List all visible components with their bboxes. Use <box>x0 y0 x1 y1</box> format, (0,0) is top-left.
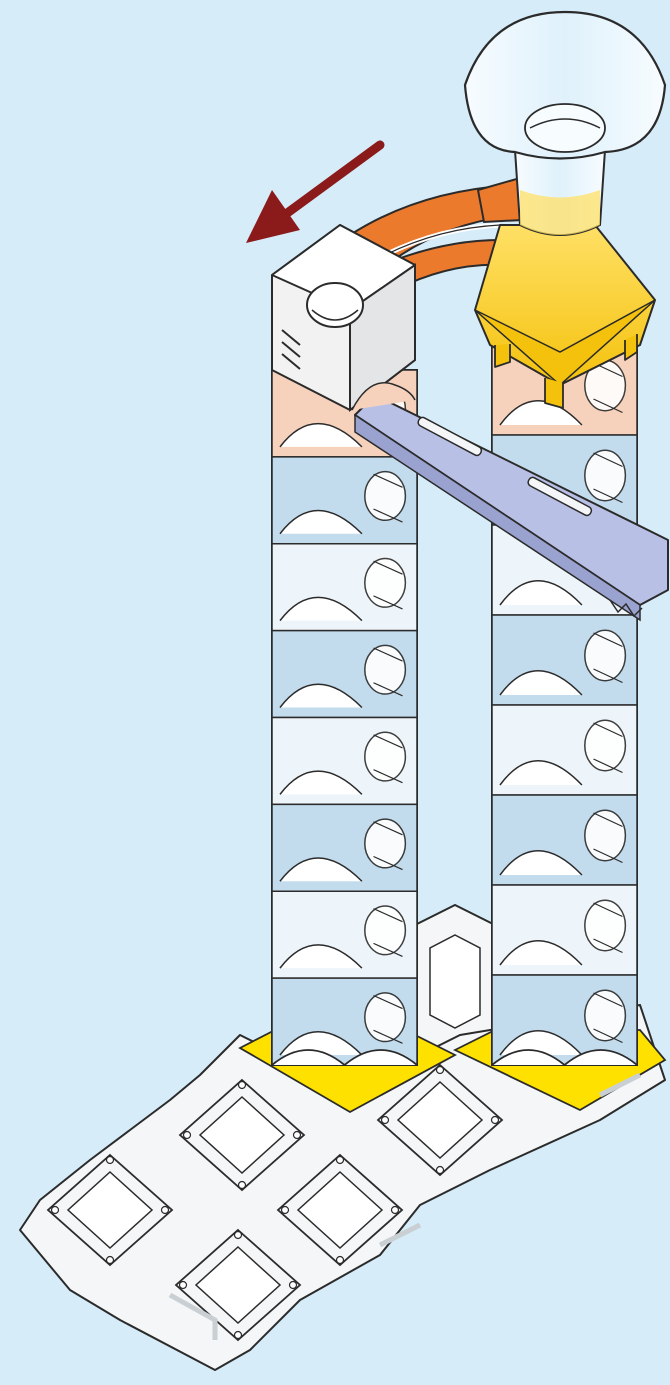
tower-segment <box>492 705 637 795</box>
tower-segment <box>272 631 417 718</box>
tower-right <box>492 345 637 1065</box>
tower-segment <box>272 718 417 805</box>
tower-left <box>272 370 417 1065</box>
tower-segment <box>492 795 637 885</box>
tower-segment <box>272 891 417 978</box>
tower-segment <box>272 804 417 891</box>
tower-segment <box>272 544 417 631</box>
tower-segment <box>492 885 637 975</box>
tower-segment <box>272 457 417 544</box>
tower-segment <box>492 615 637 705</box>
